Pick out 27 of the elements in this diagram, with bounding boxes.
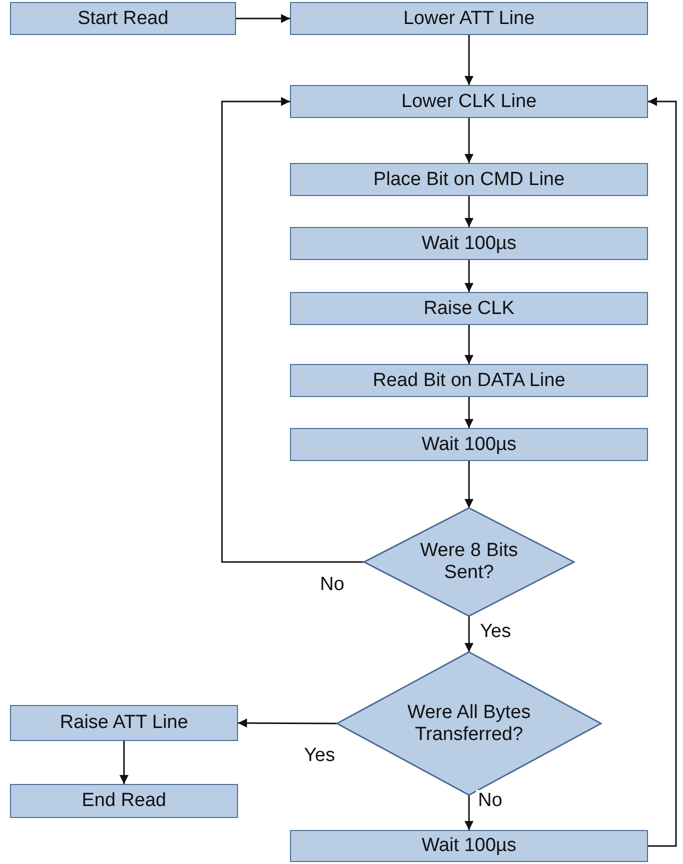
- arrow: [464, 795, 474, 830]
- process-box: Read Bit on DATA Line: [290, 364, 648, 397]
- arrow: [464, 397, 474, 428]
- arrow: [464, 461, 474, 508]
- process-box: Wait 100µs: [290, 830, 648, 862]
- arrow: [464, 260, 474, 292]
- process-box: Raise CLK: [290, 292, 648, 325]
- decision-text: Were 8 Bits Sent?: [419, 540, 519, 584]
- process-box: Raise ATT Line: [10, 705, 238, 741]
- process-box: End Read: [10, 784, 238, 818]
- arrow: [221, 97, 364, 563]
- process-box: Wait 100µs: [290, 428, 648, 461]
- arrow: [464, 616, 474, 652]
- arrow: [464, 196, 474, 227]
- arrow: [648, 97, 677, 847]
- process-box: Lower CLK Line: [290, 85, 648, 118]
- arrow: [120, 741, 128, 784]
- arrow: [236, 14, 290, 23]
- arrow: [464, 35, 474, 85]
- arrow: [464, 325, 474, 364]
- process-box: Place Bit on CMD Line: [290, 163, 648, 196]
- arrow: [464, 118, 474, 163]
- decision-text: Were All Bytes Transferred?: [406, 702, 532, 746]
- process-box: Wait 100µs: [290, 227, 648, 260]
- arrow: [238, 718, 337, 728]
- process-box: Start Read: [10, 2, 236, 35]
- process-box: Lower ATT Line: [290, 2, 648, 35]
